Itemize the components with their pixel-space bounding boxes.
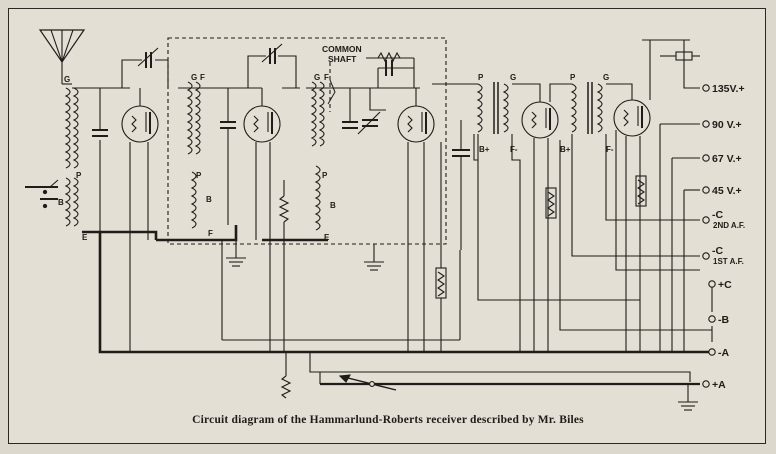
antenna-symbol [38,29,86,85]
terminal-labels: 135V.+ 90 V.+ 67 V.+ 45 V.+ -C 2ND A.F. … [712,83,745,391]
label-g-2: G [191,73,197,82]
common-shaft-box [167,37,447,245]
resistors [278,142,647,399]
label-b-2: B [206,195,212,204]
label-e-3: E [324,233,330,242]
ground-symbols [226,240,698,411]
terminal-67v: 67 V.+ [712,153,742,165]
label-fminus-t1: F- [510,145,518,154]
terminal-minus-c-2: -C [712,209,723,221]
terminal-minus-a: -A [718,347,729,359]
supply-wires [221,123,713,391]
af-transformer-1 [432,82,640,352]
phone-jack [642,39,700,100]
label-bplus-t1: B+ [479,145,490,154]
tube-5-af2 [613,99,651,352]
label-p-t1: P [478,73,484,82]
label-f-2b: F [208,229,213,238]
terminal-posts [702,84,716,388]
terminal-minus-c-1: -C [712,245,723,257]
stage2-coil [178,43,300,229]
label-e-1: E [82,233,88,242]
label-g-3: G [314,73,320,82]
terminal-135v: 135V.+ [712,83,745,95]
common-shaft-line2: SHAFT [328,54,357,64]
terminal-90v: 90 V.+ [712,119,742,131]
tube-2 [243,88,281,352]
label-bplus-t2: B+ [560,145,571,154]
stage3-coil [306,51,420,231]
af-transformer-2 [549,82,700,257]
label-g-t1: G [510,73,516,82]
common-shaft-label: COMMON SHAFT [322,44,362,64]
label-p-3: P [322,171,328,180]
label-p-2: P [196,171,202,180]
terminal-minus-c-1-sub: 1ST A.F. [713,257,744,266]
label-fminus-t2: F- [606,145,614,154]
common-shaft-line1: COMMON [322,44,362,54]
terminal-minus-c-2-sub: 2ND A.F. [713,221,745,230]
tube-4-af1 [521,101,559,352]
label-g-t2: G [603,73,609,82]
terminal-plus-a: +A [712,379,726,391]
label-p-t2: P [570,73,576,82]
tube-3-detector [397,88,435,352]
label-f-2: F [200,73,205,82]
label-p-1: P [76,171,82,180]
tube-1 [121,88,159,352]
terminal-plus-c: +C [718,279,732,291]
coil-labels: G P B E G F P B F G F P B E P G B+ F- P … [58,73,614,242]
terminal-45v: 45 V.+ [712,185,742,197]
stage1-tuning [72,47,169,232]
figure-caption: Circuit diagram of the Hammarlund-Robert… [192,414,584,426]
antenna-coil [25,87,79,227]
terminal-minus-b: -B [718,314,729,326]
label-b-3: B [330,201,336,210]
detector-bypass [452,120,470,250]
label-f-3: F [324,73,329,82]
label-g-1: G [64,75,70,84]
label-b-1: B [58,198,64,207]
